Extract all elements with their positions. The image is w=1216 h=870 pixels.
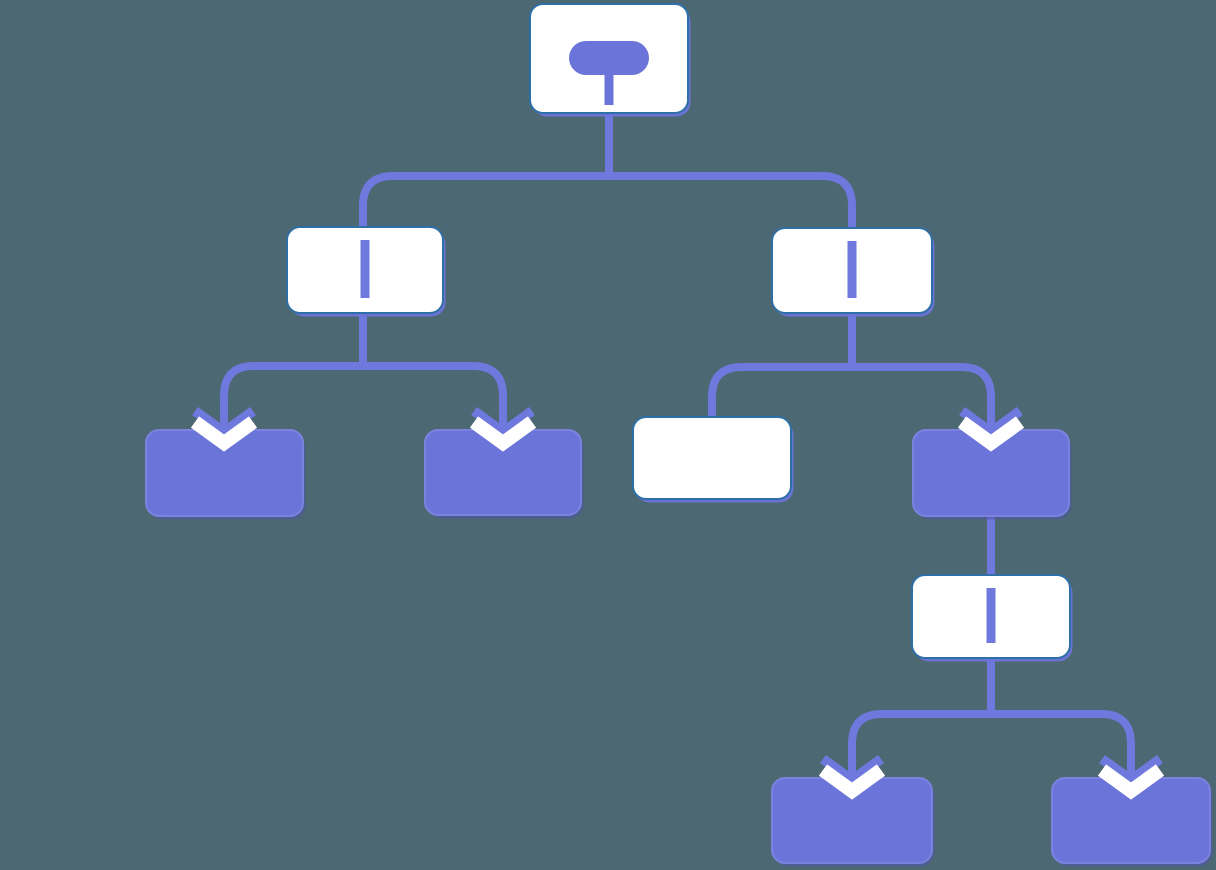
branch-right-fork-connector-branch-2-arrowhead-chevron-icon [957, 416, 1025, 452]
branch-left-fork-connector-branch-2-arrowhead-outer-chevron-icon [471, 406, 535, 439]
root-fork-connector-branch-2 [609, 172, 856, 231]
branch-bottom-fork-connector-branch-2-arrowhead-chevron-icon [1097, 764, 1165, 800]
root-pill [569, 41, 649, 75]
child-white-node[interactable] [632, 416, 792, 500]
branch-bottom-fork-connector-branch-1 [848, 710, 991, 782]
branch-left-fork-connector-branch-1 [220, 362, 363, 434]
branch-right-fork-connector-branch-2-arrowhead-outer-chevron-icon [959, 406, 1023, 439]
branch-left-fork-connector-branch-2 [363, 362, 507, 434]
branch-left-fork-connector-branch-1-arrowhead-outer-chevron-icon [192, 406, 256, 439]
branch-right-fork-connector-branch-2 [852, 363, 995, 434]
branch-bottom-fork-connector-branch-1-arrowhead-outer-chevron-icon [820, 754, 884, 787]
branch-bottom-fork-connector-branch-2 [991, 710, 1135, 782]
branch-bottom-fork-connector-branch-2-arrowhead-outer-chevron-icon [1099, 754, 1163, 787]
branch-bottom-fork-connector-branch-1-arrowhead-chevron-icon [818, 764, 886, 800]
branch-right-fork-connector-branch-1 [708, 363, 852, 420]
branch-left-fork-connector-branch-2-arrowhead-chevron-icon [469, 416, 537, 452]
branch-left-fork-connector-branch-1-arrowhead-chevron-icon [190, 416, 258, 452]
root-fork-connector-branch-1 [359, 172, 609, 231]
